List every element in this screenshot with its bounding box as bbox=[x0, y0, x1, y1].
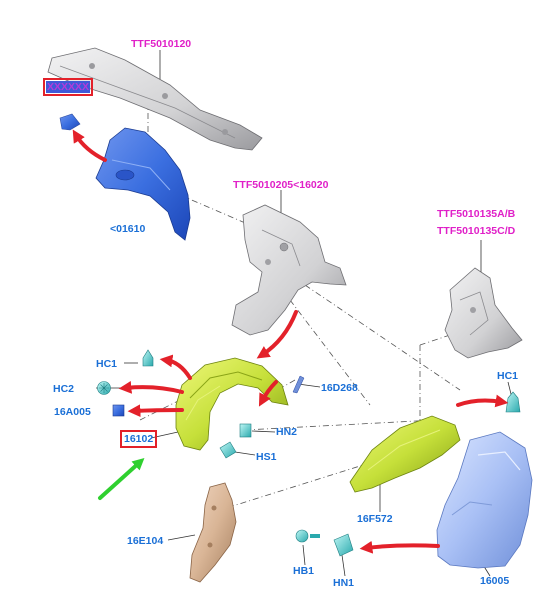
red-arrows bbox=[72, 129, 509, 554]
label-hn2: HN2 bbox=[276, 426, 298, 438]
clip-hn1 bbox=[333, 533, 354, 557]
label-ttf5010205: TTF5010205<16020 bbox=[233, 179, 329, 191]
label-hn1: HN1 bbox=[333, 577, 355, 589]
clip-hs1 bbox=[219, 441, 237, 459]
blue-panel-part bbox=[95, 127, 191, 241]
label-hs1: HS1 bbox=[256, 451, 277, 463]
green-arrow bbox=[98, 457, 145, 500]
wheel-liner-part bbox=[175, 357, 289, 451]
small-bracket-part bbox=[59, 113, 81, 131]
label-16005: 16005 bbox=[480, 575, 510, 587]
label-16d268: 16D268 bbox=[321, 382, 358, 394]
label-hc1-left: HC1 bbox=[96, 358, 118, 370]
rear-liner-part bbox=[349, 415, 461, 493]
label-hidden-code: XXXXXX bbox=[42, 78, 94, 96]
label-ttf5010120: TTF5010120 bbox=[131, 38, 192, 50]
label-hc1-right: HC1 bbox=[497, 370, 519, 382]
clip-hc1-left bbox=[142, 349, 154, 367]
label-16e104: 16E104 bbox=[127, 535, 164, 547]
label-ttf5010135cd: TTF5010135C/D bbox=[437, 225, 516, 237]
copper-bracket-part bbox=[189, 482, 237, 583]
clip-hc1-right bbox=[505, 391, 521, 413]
clip-hb1 bbox=[295, 529, 320, 543]
right-bracket-part bbox=[444, 267, 523, 359]
label-16f572: 16F572 bbox=[357, 513, 393, 525]
clip-16d268 bbox=[292, 375, 305, 394]
label-hb1: HB1 bbox=[293, 565, 315, 577]
leader-lines bbox=[96, 50, 513, 577]
clip-hn2 bbox=[239, 423, 252, 438]
upper-rail-part bbox=[47, 47, 263, 151]
clip-16a005 bbox=[112, 404, 125, 417]
center-reinforcement-part bbox=[231, 204, 347, 336]
label-16102: 16102 bbox=[119, 430, 158, 448]
label-ttf5010135ab: TTF5010135A/B bbox=[437, 208, 516, 220]
fender-part bbox=[436, 431, 533, 569]
label-16a005: 16A005 bbox=[54, 406, 91, 418]
label-hc2: HC2 bbox=[53, 383, 75, 395]
clip-hc2 bbox=[97, 381, 111, 395]
label-01610: <01610 bbox=[110, 223, 146, 235]
